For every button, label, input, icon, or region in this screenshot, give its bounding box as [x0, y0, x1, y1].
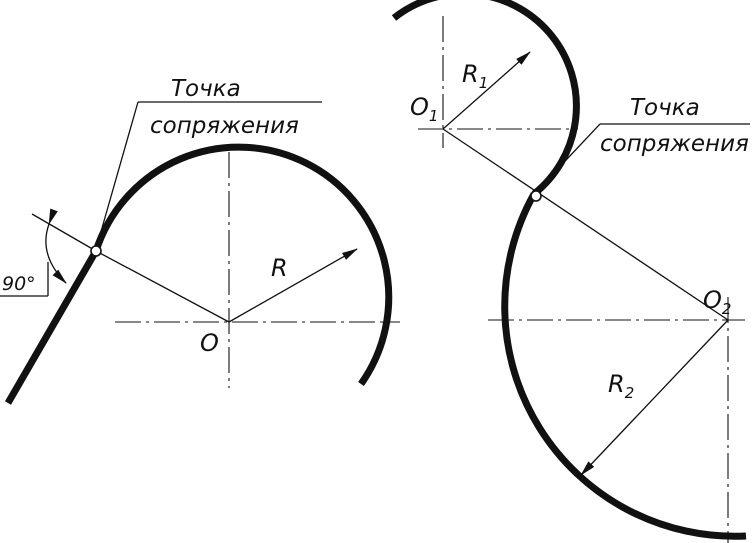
- center1-letter: O: [410, 93, 429, 121]
- radius2-label: R2: [608, 370, 634, 402]
- right-figure: Точка сопряжения O1 O2 R1 R2: [391, 0, 750, 543]
- left-tangent-line: [4, 249, 100, 405]
- radius1-index: 1: [479, 74, 489, 92]
- left-center-label: O: [200, 329, 219, 357]
- angle-90-arc: [45, 208, 67, 284]
- center2-label: O2: [703, 286, 731, 318]
- radius2-arrow: [580, 319, 729, 476]
- left-extension-line: [31, 213, 97, 252]
- radius1-letter: R: [462, 60, 479, 88]
- radius1-arrow: [442, 51, 531, 130]
- center1-index: 1: [429, 107, 439, 125]
- left-normal-line: [95, 250, 230, 323]
- right-callout-line1: Точка: [630, 95, 700, 121]
- left-figure: 90° Точка сопряжения O R: [0, 76, 400, 405]
- center1-label: O1: [410, 93, 438, 125]
- left-callout-line1: Точка: [171, 76, 241, 102]
- centers-line: [442, 128, 729, 321]
- left-radius-arrow: [228, 248, 358, 323]
- upper-arc: [391, 0, 580, 197]
- right-callout-line2: сопряжения: [600, 131, 749, 157]
- radius2-letter: R: [608, 370, 625, 398]
- left-callout-line2: сопряжения: [150, 113, 299, 139]
- right-tangent-point: [530, 190, 542, 202]
- lower-arc: [501, 192, 747, 540]
- radius1-label: R1: [462, 60, 488, 92]
- left-radius-label: R: [271, 254, 288, 282]
- radius2-index: 2: [625, 384, 635, 402]
- left-arc: [92, 143, 393, 387]
- center2-letter: O: [703, 286, 722, 314]
- center2-index: 2: [722, 300, 732, 318]
- right-callout-leader: [535, 123, 601, 193]
- left-tangent-point: [90, 245, 102, 257]
- angle-label: 90°: [2, 273, 36, 295]
- left-callout-leader: [95, 101, 139, 250]
